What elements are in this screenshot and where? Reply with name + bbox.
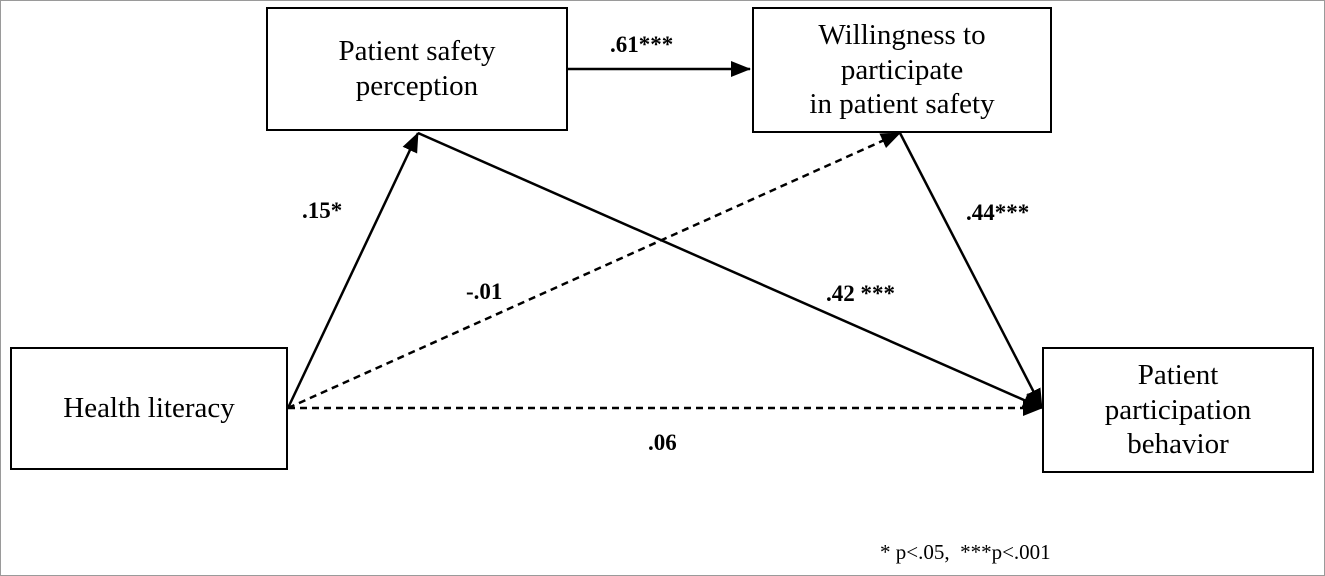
node-label-line: perception bbox=[355, 70, 479, 102]
node-label-line: behavior bbox=[1127, 428, 1229, 461]
coef-perception-to-participation: .42 *** bbox=[826, 281, 895, 306]
node-label-line: Willingness to bbox=[818, 18, 986, 51]
arrow-literacy-to-perception bbox=[286, 132, 420, 409]
node-label-line: Patient safety bbox=[338, 35, 496, 68]
node-label-line: participation bbox=[1104, 393, 1252, 426]
arrow-willingness-to-participation bbox=[898, 132, 1044, 409]
node-patient-safety-perception: Patient safety perception bbox=[266, 7, 568, 131]
node-label-line: in patient safety bbox=[809, 88, 995, 121]
node-patient-participation-behavior: Patient participation behavior bbox=[1042, 347, 1314, 473]
coef-willingness-to-participation: .44*** bbox=[966, 200, 1029, 225]
node-label-line: Health literacy bbox=[63, 392, 235, 425]
node-willingness-to-participate: Willingness to participate in patient sa… bbox=[752, 7, 1052, 133]
coef-perception-to-willingness: .61*** bbox=[610, 32, 673, 57]
coef-literacy-to-participation: .06 bbox=[648, 430, 677, 455]
coef-literacy-to-perception: .15* bbox=[302, 198, 342, 223]
arrow-perception-to-participation bbox=[417, 131, 1043, 410]
node-health-literacy: Health literacy bbox=[10, 347, 288, 470]
significance-footnote: * p<.05, ***p<.001 bbox=[880, 540, 1051, 564]
arrow-literacy-to-willingness bbox=[287, 131, 901, 410]
coef-literacy-to-willingness: -.01 bbox=[466, 279, 502, 304]
node-label-line: participate bbox=[840, 53, 964, 86]
node-label-line: Patient bbox=[1137, 358, 1219, 391]
